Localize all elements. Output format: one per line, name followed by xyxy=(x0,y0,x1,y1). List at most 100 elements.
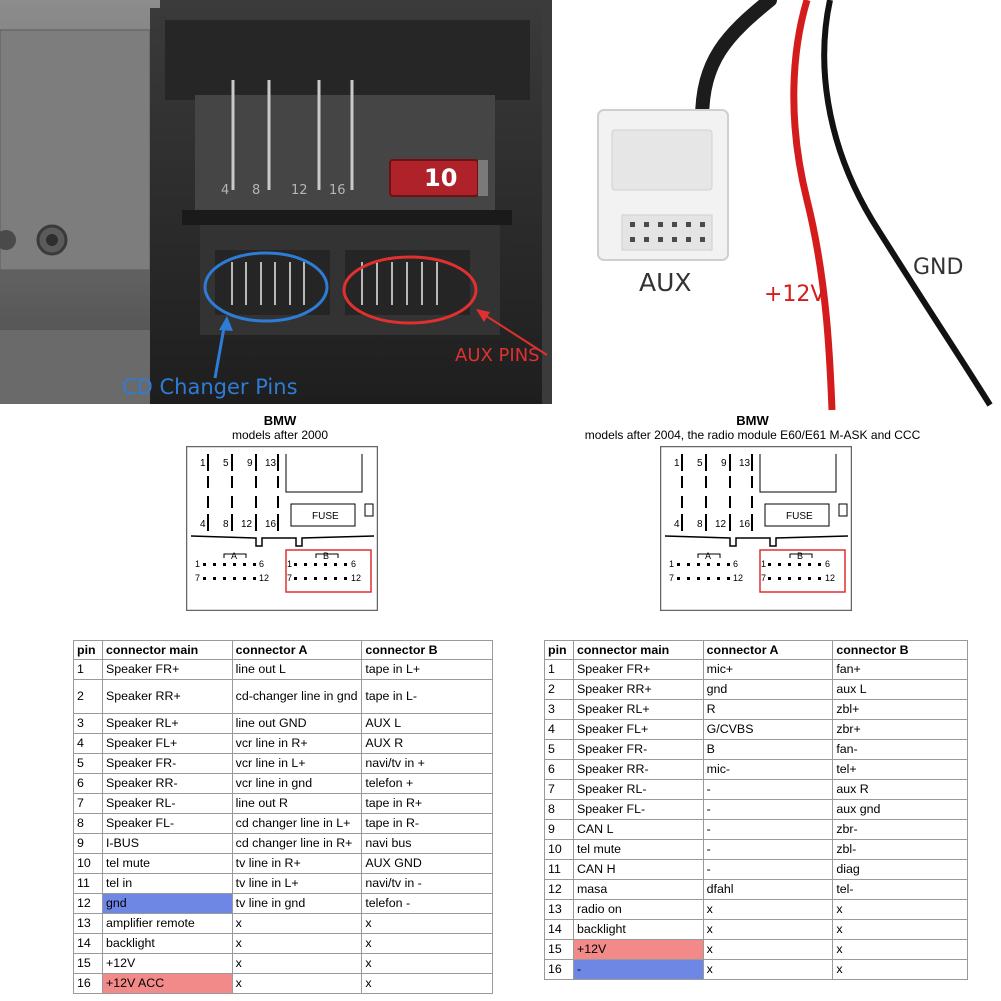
pin-5-label: 5 xyxy=(223,458,229,469)
a-cell: gnd xyxy=(702,679,834,700)
b-cell: x xyxy=(832,919,968,940)
b-cell: x xyxy=(361,913,493,934)
pin-cell: 9 xyxy=(73,833,103,854)
a-row1-start: 1 xyxy=(669,559,674,569)
pin-5-label: 5 xyxy=(697,458,703,469)
pin-cell: 13 xyxy=(544,899,574,920)
pin-cell: 1 xyxy=(73,659,103,680)
main-cell: Speaker FR- xyxy=(572,739,704,760)
main-cell: Speaker FL- xyxy=(572,799,704,820)
pin-cell: 14 xyxy=(544,919,574,940)
pin-9-label: 9 xyxy=(247,458,253,469)
b-row1-end: 6 xyxy=(825,559,830,569)
a-row2-end: 12 xyxy=(733,573,743,583)
pin-4-label: 4 xyxy=(200,519,206,530)
pin-1-label: 1 xyxy=(200,458,206,469)
header-connector-b: connector B xyxy=(361,640,493,660)
main-cell: Speaker RL- xyxy=(101,793,233,814)
b-cell: navi bus xyxy=(361,833,493,854)
main-cell: Speaker FR+ xyxy=(572,659,704,680)
a-cell: x xyxy=(231,973,363,994)
a-cell: vcr line in gnd xyxy=(231,773,363,794)
cd-changer-label: CD Changer Pins xyxy=(122,375,298,399)
main-cell: +12V ACC xyxy=(101,973,233,994)
a-cell: line out R xyxy=(231,793,363,814)
main-cell: I-BUS xyxy=(101,833,233,854)
pin-cell: 6 xyxy=(73,773,103,794)
aux-pins-label: AUX PINS xyxy=(455,345,540,366)
b-cell: navi/tv in + xyxy=(361,753,493,774)
pin-cell: 2 xyxy=(73,679,103,714)
b-cell: fan+ xyxy=(832,659,968,680)
pin-cell: 4 xyxy=(73,733,103,754)
header-connector-main: connector main xyxy=(572,640,704,660)
b-cell: x xyxy=(361,933,493,954)
pin-16-label: 16 xyxy=(265,519,277,530)
b-cell: tape in L+ xyxy=(361,659,493,680)
main-cell: Speaker RR+ xyxy=(101,679,233,714)
a-cell: cd changer line in L+ xyxy=(231,813,363,834)
main-cell: Speaker RR+ xyxy=(572,679,704,700)
pin-8-label: 8 xyxy=(697,519,703,530)
a-row2-end: 12 xyxy=(259,573,269,583)
fuse-label: FUSE xyxy=(312,511,339,522)
pin-cell: 3 xyxy=(544,699,574,720)
main-cell: radio on xyxy=(572,899,704,920)
connector-diagram-left: 1 5 9 13 4 8 12 16 FUSE A B 1 6 7 12 1 6… xyxy=(185,445,379,612)
radio-connector-photo: 4 8 12 16 10 CD Changer Pins AUX PINS xyxy=(0,0,552,404)
pin-9-label: 9 xyxy=(721,458,727,469)
a-cell: - xyxy=(702,839,834,860)
pin-4-label: 4 xyxy=(674,519,680,530)
connector-diagram-right: 1 5 9 13 4 8 12 16 FUSE A B 1 6 7 12 1 6… xyxy=(659,445,853,612)
b-cell: x xyxy=(832,959,968,980)
pin-cell: 15 xyxy=(544,939,574,960)
main-cell: Speaker FL+ xyxy=(572,719,704,740)
pinout-table-right: pin connector main connector A connector… xyxy=(544,640,968,980)
main-cell: backlight xyxy=(101,933,233,954)
a-cell: x xyxy=(702,919,834,940)
table-header-row: pin connector main connector A connector… xyxy=(73,640,493,660)
main-cell: Speaker RL+ xyxy=(572,699,704,720)
pin-13-label: 13 xyxy=(739,458,751,469)
a-cell: R xyxy=(702,699,834,720)
fuse-label: FUSE xyxy=(786,511,813,522)
main-cell: +12V xyxy=(101,953,233,974)
pin-1-label: 1 xyxy=(674,458,680,469)
radio-back-illustration xyxy=(0,0,552,404)
main-cell: amplifier remote xyxy=(101,913,233,934)
aux-cable-photo: AUX +12V GND xyxy=(552,0,1001,410)
a-cell: mic+ xyxy=(702,659,834,680)
header-connector-a: connector A xyxy=(231,640,363,660)
pin-cell: 5 xyxy=(544,739,574,760)
b-cell: fan- xyxy=(832,739,968,760)
a-row2-start: 7 xyxy=(669,573,674,583)
pin-cell: 2 xyxy=(544,679,574,700)
header-connector-main: connector main xyxy=(101,640,233,660)
b-cell: aux gnd xyxy=(832,799,968,820)
main-cell: +12V xyxy=(572,939,704,960)
pin-13-label: 13 xyxy=(265,458,277,469)
pin-label-4: 4 xyxy=(221,183,230,198)
main-cell: backlight xyxy=(572,919,704,940)
a-cell: - xyxy=(702,779,834,800)
pin-cell: 11 xyxy=(73,873,103,894)
pin-12-label: 12 xyxy=(241,519,253,530)
block-a-label: A xyxy=(705,551,711,561)
diagram-right-title: BMW models after 2004, the radio module … xyxy=(560,413,945,442)
a-row1-end: 6 xyxy=(733,559,738,569)
